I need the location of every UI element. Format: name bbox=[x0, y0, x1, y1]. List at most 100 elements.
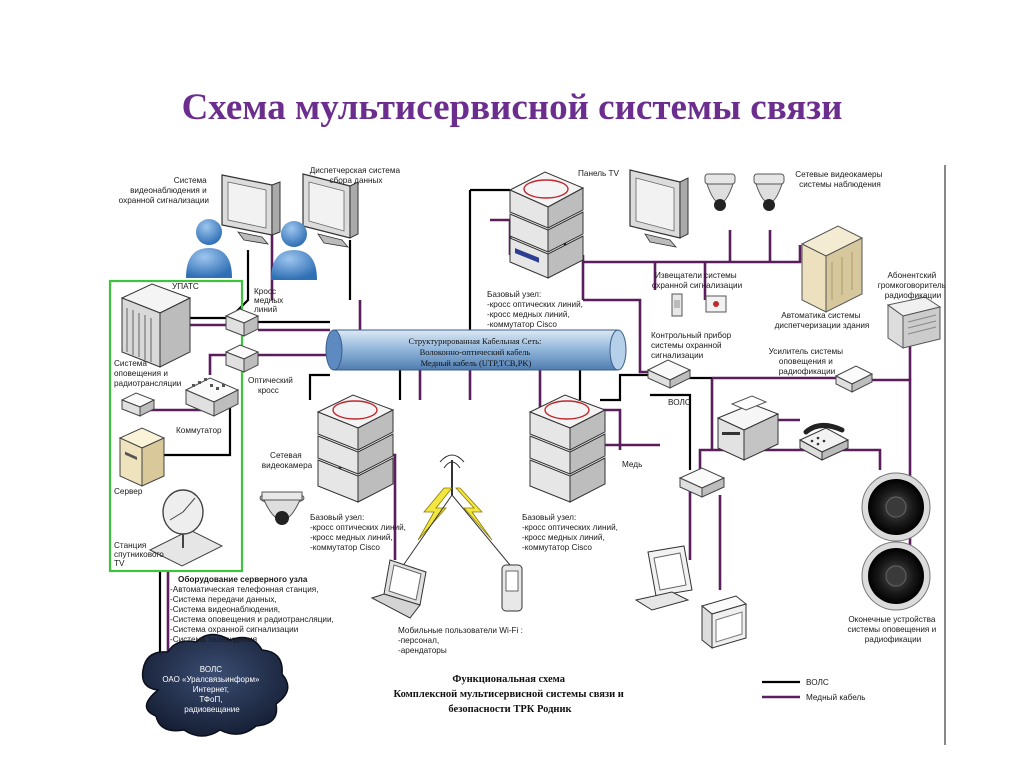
svg-text:Усилитель системы оповещ: Усилитель системы оповещения и радиофика… bbox=[769, 347, 846, 376]
satellite-station bbox=[148, 489, 224, 567]
end-devices-label: Оконечные устройства bbox=[848, 615, 936, 624]
control-box-icon bbox=[646, 359, 692, 389]
antenna-icon bbox=[439, 454, 465, 495]
page-title: Схема мультисервисной системы связи bbox=[181, 87, 843, 128]
server-equipment-item: -Система оповещения и радиотрансляции, bbox=[170, 615, 334, 624]
satellite-dish-icon bbox=[148, 489, 224, 567]
workstation-2 bbox=[700, 595, 748, 650]
telephone bbox=[798, 423, 850, 461]
printer-icon bbox=[716, 395, 780, 461]
pipe-label: Структурированная Кабельная Сеть: bbox=[409, 336, 542, 346]
dispatch-operator bbox=[271, 173, 359, 280]
printer bbox=[716, 395, 780, 461]
telephone-icon bbox=[798, 423, 850, 461]
pipe-label: Медный кабель (UTP,TCB,PK) bbox=[421, 358, 532, 368]
building-automation-label: диспетчеризации здания bbox=[775, 321, 870, 330]
network-camera-label: видеокамера bbox=[262, 461, 313, 470]
user-icon bbox=[186, 219, 232, 278]
cloud-label: радиовещание bbox=[184, 705, 240, 714]
computer-icon bbox=[700, 595, 748, 650]
svg-text:Автоматика системы диспе: Автоматика системы диспетчеризации здани… bbox=[775, 311, 870, 330]
wifi-laptop bbox=[370, 559, 427, 619]
satellite-label: спутникового bbox=[114, 550, 164, 559]
svg-text:Структурированная Кабельная Се: Структурированная Кабельная Сеть: Волоко… bbox=[409, 336, 544, 368]
amplifier-label: оповещения и bbox=[779, 357, 833, 366]
rack-stack-icon bbox=[316, 394, 395, 503]
notify-system-label: радиотрансляции bbox=[114, 379, 181, 388]
base-node-top bbox=[508, 171, 585, 279]
amplifier bbox=[834, 365, 874, 393]
dispatch-system-label: Диспетчерская система bbox=[310, 166, 401, 175]
base-node-right-label: -кросс медных линий, bbox=[522, 533, 605, 542]
svg-text:Базовый узел: -кросс опт: Базовый узел: -кросс оптических линий, -… bbox=[310, 513, 408, 552]
lightning-icon bbox=[417, 487, 453, 541]
surveillance-operator bbox=[186, 174, 281, 278]
base-node-left-label: -кросс оптических линий, bbox=[310, 523, 406, 532]
alarm-detectors-label: Извещатели системы bbox=[655, 271, 737, 280]
network-cameras bbox=[704, 173, 785, 211]
server-equipment-item: -Система телевидения bbox=[170, 635, 257, 644]
svg-text:Базовый узел: -кросс опт: Базовый узел: -кросс оптических линий, -… bbox=[522, 513, 620, 552]
workstation-1 bbox=[634, 545, 693, 611]
satellite-label: TV bbox=[114, 559, 125, 568]
text-labels: Система видеонаблюдения и охранной сигна… bbox=[114, 166, 949, 715]
svg-text:Контрольный прибор систе: Контрольный прибор системы охранной сигн… bbox=[651, 331, 733, 360]
server-device bbox=[118, 427, 166, 487]
base-node-right-label: Базовый узел: bbox=[522, 513, 576, 522]
base-node-top-label: -кросс медных линий, bbox=[487, 310, 570, 319]
diagram-caption: Функциональная схема bbox=[452, 674, 565, 685]
svg-text:Оптический кросс: Оптический кросс bbox=[248, 376, 295, 395]
svg-text:Извещатели системы охран: Извещатели системы охранной сигнализации bbox=[652, 271, 742, 290]
svg-text:Кросс медных линий: Кросс медных линий bbox=[254, 287, 286, 314]
wifi-access-point bbox=[399, 454, 511, 571]
svg-text:Абонентский громкоговори: Абонентский громкоговоритель радиофикаци… bbox=[878, 271, 949, 300]
hub-icon bbox=[678, 467, 726, 498]
svg-text:Станция спутникового: Станция спутникового TV bbox=[114, 541, 166, 568]
building-automation bbox=[800, 225, 864, 313]
speaker-box-icon bbox=[886, 296, 942, 349]
server-label: Сервер bbox=[114, 487, 143, 496]
control-device-label: системы охранной bbox=[651, 341, 722, 350]
rack-stack-icon bbox=[528, 394, 607, 503]
server-equipment-item: -Система передачи данных, bbox=[170, 595, 277, 604]
upats-label: УПАТС bbox=[172, 282, 199, 291]
svg-text:Базовый узел: -кросс опт: Базовый узел: -кросс оптических линий, -… bbox=[487, 290, 585, 329]
svg-text:Диспетчерская система сб: Диспетчерская система сбора данных bbox=[310, 166, 403, 185]
server-equipment-item: -Система видеонаблюдения, bbox=[170, 605, 280, 614]
rack-stack-icon bbox=[508, 171, 585, 279]
motion-sensor-icon bbox=[705, 295, 727, 313]
video-surveillance-label: Система bbox=[174, 176, 207, 185]
control-device-label: Контрольный прибор bbox=[651, 331, 732, 340]
svg-text:Оконечные устройства сис: Оконечные устройства системы оповещения … bbox=[848, 615, 939, 644]
cloud-icon bbox=[141, 633, 289, 737]
legend-vols-label: ВОЛС bbox=[806, 678, 829, 687]
subscriber-speaker-label: радиофикации bbox=[885, 291, 941, 300]
door-sensor-icon bbox=[671, 293, 683, 317]
network-hub bbox=[678, 467, 726, 498]
notify-system-label: оповещения и bbox=[114, 369, 168, 378]
copper-cross-label: медных bbox=[254, 296, 283, 305]
wifi-users-label: -арендаторы bbox=[398, 646, 447, 655]
monitor-icon bbox=[629, 169, 689, 248]
pbx-cabinet-icon bbox=[120, 283, 192, 368]
cloud-label: ТФоП, bbox=[199, 695, 222, 704]
amplifier-label: радиофикации bbox=[779, 367, 835, 376]
server-cabinet-icon bbox=[800, 225, 864, 313]
legend bbox=[762, 680, 800, 699]
network-cameras-label: Сетевые видеокамеры bbox=[795, 170, 882, 179]
control-device-label: сигнализации bbox=[651, 351, 703, 360]
copper-cross-device bbox=[224, 308, 260, 337]
amplifier-box-icon bbox=[120, 392, 156, 417]
structured-cabling-pipe bbox=[325, 329, 627, 371]
svg-text:Система видеонаблюдения: Система видеонаблюдения и охранной сигна… bbox=[119, 176, 209, 205]
server-equipment-item: -Система охранной сигнализации bbox=[170, 625, 298, 634]
network-cameras-label: системы наблюдения bbox=[799, 180, 881, 189]
svg-text:Функциональная схема Ком: Функциональная схема Комплексной мультис… bbox=[394, 674, 627, 715]
server-equipment-item: -Автоматическая телефонная станция, bbox=[170, 585, 319, 594]
svg-text:-Автоматическая телефонная ста: -Автоматическая телефонная станция, -Сис… bbox=[170, 585, 336, 644]
video-surveillance-label: видеонаблюдения и bbox=[130, 186, 207, 195]
monitor-icon bbox=[302, 173, 359, 248]
optical-cross-device bbox=[224, 344, 260, 373]
notify-system-label: Система bbox=[114, 359, 147, 368]
